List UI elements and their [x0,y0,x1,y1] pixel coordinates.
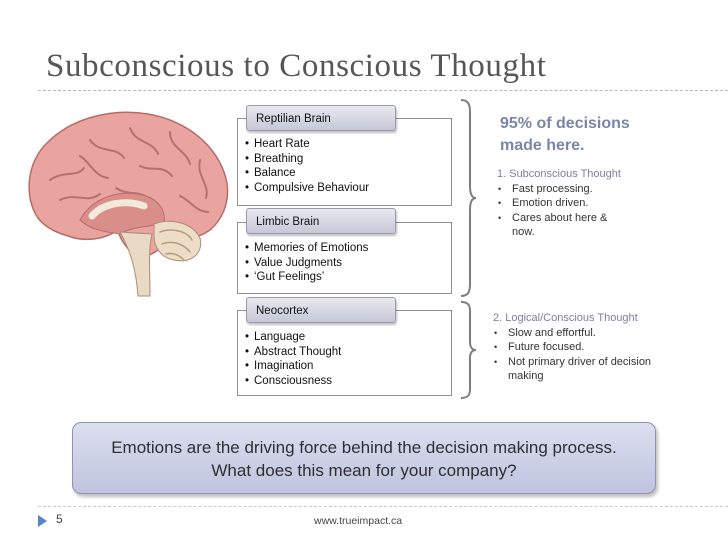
list-item: Fast processing. [498,182,697,197]
reptilian-brain-box: Heart Rate Breathing Balance Compulsive … [237,118,452,206]
list-item-continuation: now. [512,226,535,238]
list-item: Not primary driver of decision [494,355,703,370]
reptilian-brain-list: Heart Rate Breathing Balance Compulsive … [238,119,451,195]
list-item: Language [245,330,451,345]
limbic-brain-box: Memories of Emotions Value Judgments ‘Gu… [237,222,452,294]
title-divider [38,90,728,91]
footer-url: www.trueimpact.ca [314,515,403,527]
list-item: Value Judgments [245,256,451,271]
list-item: ‘Gut Feelings’ [245,270,451,285]
callout-line: Emotions are the driving force behind th… [111,438,617,457]
brain-illustration [28,111,229,297]
play-icon [38,515,47,527]
list-item: Imagination [245,359,451,374]
neocortex-label: Neocortex [246,297,396,323]
callout-box: Emotions are the driving force behind th… [72,422,656,494]
headline-line: made here. [500,137,585,154]
decisions-headline: 95% of decisions made here. [500,113,670,157]
list-item: Slow and effortful. [494,326,703,341]
list-item: Breathing [245,152,451,167]
page-number: 5 [56,512,63,526]
subconscious-section: 1. Subconscious Thought Fast processing.… [497,167,697,240]
list-item: Heart Rate [245,137,451,152]
neocortex-box: Language Abstract Thought Imagination Co… [237,310,452,396]
list-item: Emotion driven. [498,196,697,211]
neocortex-list: Language Abstract Thought Imagination Co… [238,311,451,388]
right-brace-icon [460,99,477,297]
footer-divider [38,506,728,507]
headline-line: 95% of decisions [500,115,630,132]
limbic-brain-label: Limbic Brain [246,208,396,234]
list-item: Future focused. [494,340,703,355]
list-item: Consciousness [245,374,451,389]
list-item: Balance [245,166,451,181]
limbic-brain-list: Memories of Emotions Value Judgments ‘Gu… [238,223,451,285]
conscious-list: Slow and effortful. Future focused. Not … [493,326,703,384]
reptilian-brain-label: Reptilian Brain [246,105,396,131]
conscious-section: 2. Logical/Conscious Thought Slow and ef… [493,311,703,384]
subconscious-list: Fast processing. Emotion driven. Cares a… [497,182,697,240]
list-item: Cares about here & [498,211,697,226]
slide-title: Subconscious to Conscious Thought [46,48,547,84]
subconscious-title: 1. Subconscious Thought [497,168,621,180]
list-item: Memories of Emotions [245,241,451,256]
list-item-continuation: making [508,370,544,382]
right-brace-icon [460,301,477,399]
callout-line: What does this mean for your company? [211,461,517,480]
list-item: Compulsive Behaviour [245,181,451,196]
list-item: Abstract Thought [245,345,451,360]
conscious-title: 2. Logical/Conscious Thought [493,312,638,324]
